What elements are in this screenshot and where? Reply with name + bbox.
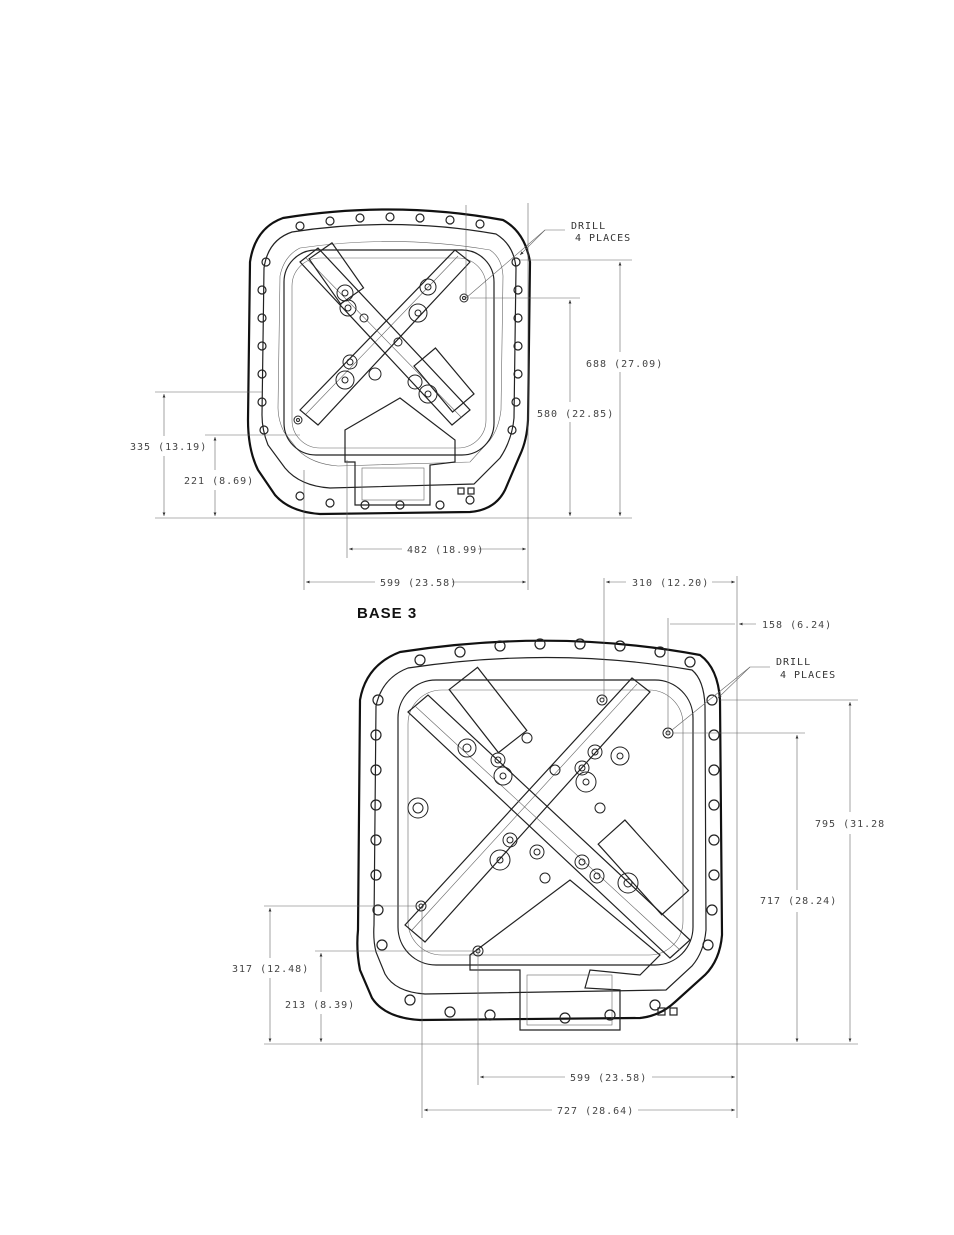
top-dim-left-upper: 335 (13.19) <box>130 442 207 453</box>
bottom-dim-top-offset-2: 158 (6.24) <box>762 620 832 631</box>
top-dimension-labels: DRILL 4 PLACES 688 (27.09) 580 (22.85) 3… <box>130 221 663 589</box>
top-dim-left-lower: 221 (8.69) <box>184 476 254 487</box>
bottom-dim-top-offset-1: 310 (12.20) <box>632 578 709 589</box>
bottom-dim-left-lower: 213 (8.39) <box>285 1000 355 1011</box>
bottom-dim-left-upper: 317 (12.48) <box>232 964 309 975</box>
bottom-dimension-labels: 310 (12.20) 158 (6.24) DRILL 4 PLACES 79… <box>232 578 885 1117</box>
bottom-dim-height-drill: 717 (28.24) <box>760 896 837 907</box>
top-dim-width-overall: 599 (23.58) <box>380 578 457 589</box>
top-dimension-lines <box>155 203 632 590</box>
top-drill-note-line2: 4 PLACES <box>575 233 631 244</box>
top-dim-height-drill: 580 (22.85) <box>537 409 614 420</box>
bottom-dim-width-overall: 727 (28.64) <box>557 1106 634 1117</box>
top-drill-note-line1: DRILL <box>571 221 606 232</box>
bottom-drill-note-line1: DRILL <box>776 657 811 668</box>
bottom-dim-height-overall: 795 (31.28 <box>815 819 885 830</box>
bottom-base-drawing <box>357 639 722 1030</box>
top-dim-width-inner: 482 (18.99) <box>407 545 484 556</box>
top-dim-height-overall: 688 (27.09) <box>586 359 663 370</box>
base-3-title: BASE 3 <box>357 605 417 622</box>
bottom-dim-width-inner: 599 (23.58) <box>570 1073 647 1084</box>
top-base-drawing <box>248 209 530 514</box>
bottom-drill-note-line2: 4 PLACES <box>780 670 836 681</box>
